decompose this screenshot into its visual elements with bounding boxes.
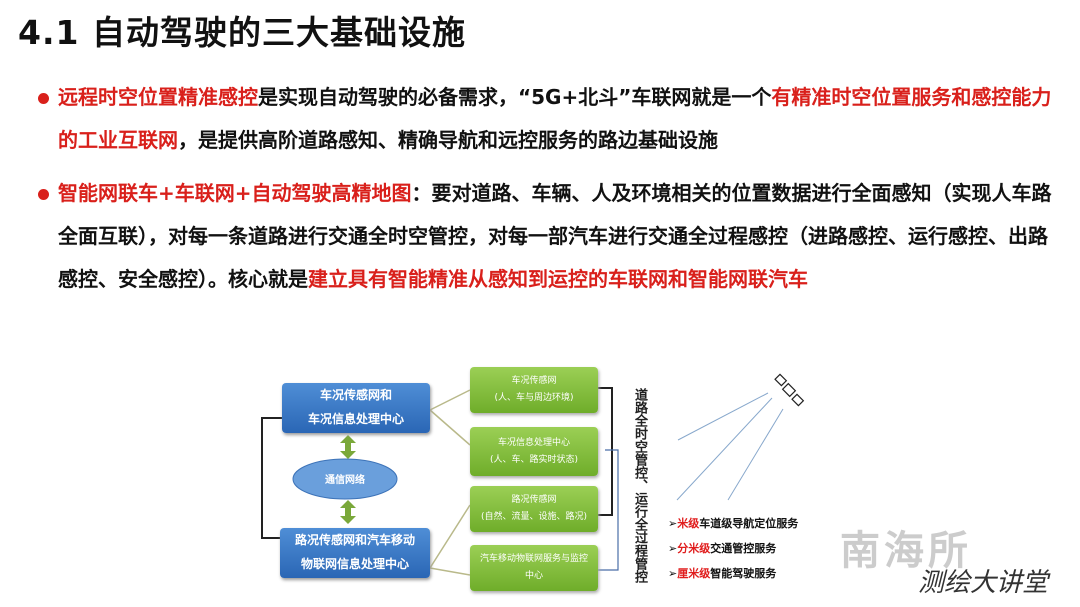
bullet-dot	[38, 189, 49, 200]
vertical-label: 道路全时空管控、运行全过程管控	[632, 388, 647, 583]
watermark-signature: 测绘大讲堂	[918, 568, 1049, 598]
service-item: ➢分米级交通管控服务	[668, 542, 777, 555]
bullet-paragraph-2: 智能网联车+车联网+自动驾驶高精地图：要对道路、车辆、人及环境相关的位置数据进行…	[58, 172, 1058, 301]
vehicle-sensor-center-box: 车况传感网和车况信息处理中心	[282, 383, 430, 433]
green-box-1: 车况传感网(人、车与周边环境)	[470, 367, 598, 413]
highlight-text: 智能网联车+车联网+自动驾驶高精地图	[58, 181, 412, 205]
body-text: 是实现自动驾驶的必备需求，“5G+北斗”车联网就是一个	[258, 85, 772, 109]
satellite-icon	[774, 373, 805, 407]
service-item: ➢米级车道级导航定位服务	[668, 517, 799, 530]
green-box-3: 路况传感网(自然、流量、设施、路况)	[470, 486, 598, 532]
page-title: 4.1 自动驾驶的三大基础设施	[18, 13, 466, 52]
highlight-text: 建立具有智能精准从感知到运控的车联网和智能网联汽车	[308, 267, 808, 291]
highlight-text: 有精准时空位置服务和感控能力的工业互联网	[58, 85, 1052, 152]
watermark-logo: 南海所	[840, 528, 972, 574]
bullet-dot	[38, 93, 49, 104]
body-text: ：要对道路、车辆、人及环境相关的位置数据进行全面感知（实现人车路全面互联），对每…	[58, 181, 1052, 291]
bullet-paragraph-1: 远程时空位置精准感控是实现自动驾驶的必备需求，“5G+北斗”车联网就是一个有精准…	[58, 76, 1058, 162]
highlight-text: 远程时空位置精准感控	[58, 85, 258, 109]
green-box-4: 汽车移动物联网服务与监控中心	[470, 545, 598, 591]
service-item: ➢厘米级智能驾驶服务	[668, 567, 777, 580]
cloud-label: 通信网络	[325, 475, 365, 486]
body-text: ，是提供高阶道路感知、精确导航和远控服务的路边基础设施	[178, 128, 718, 152]
road-sensor-center-box: 路况传感网和汽车移动物联网信息处理中心	[280, 528, 430, 578]
green-box-2: 车况信息处理中心(人、车、路实时状态)	[470, 427, 598, 476]
